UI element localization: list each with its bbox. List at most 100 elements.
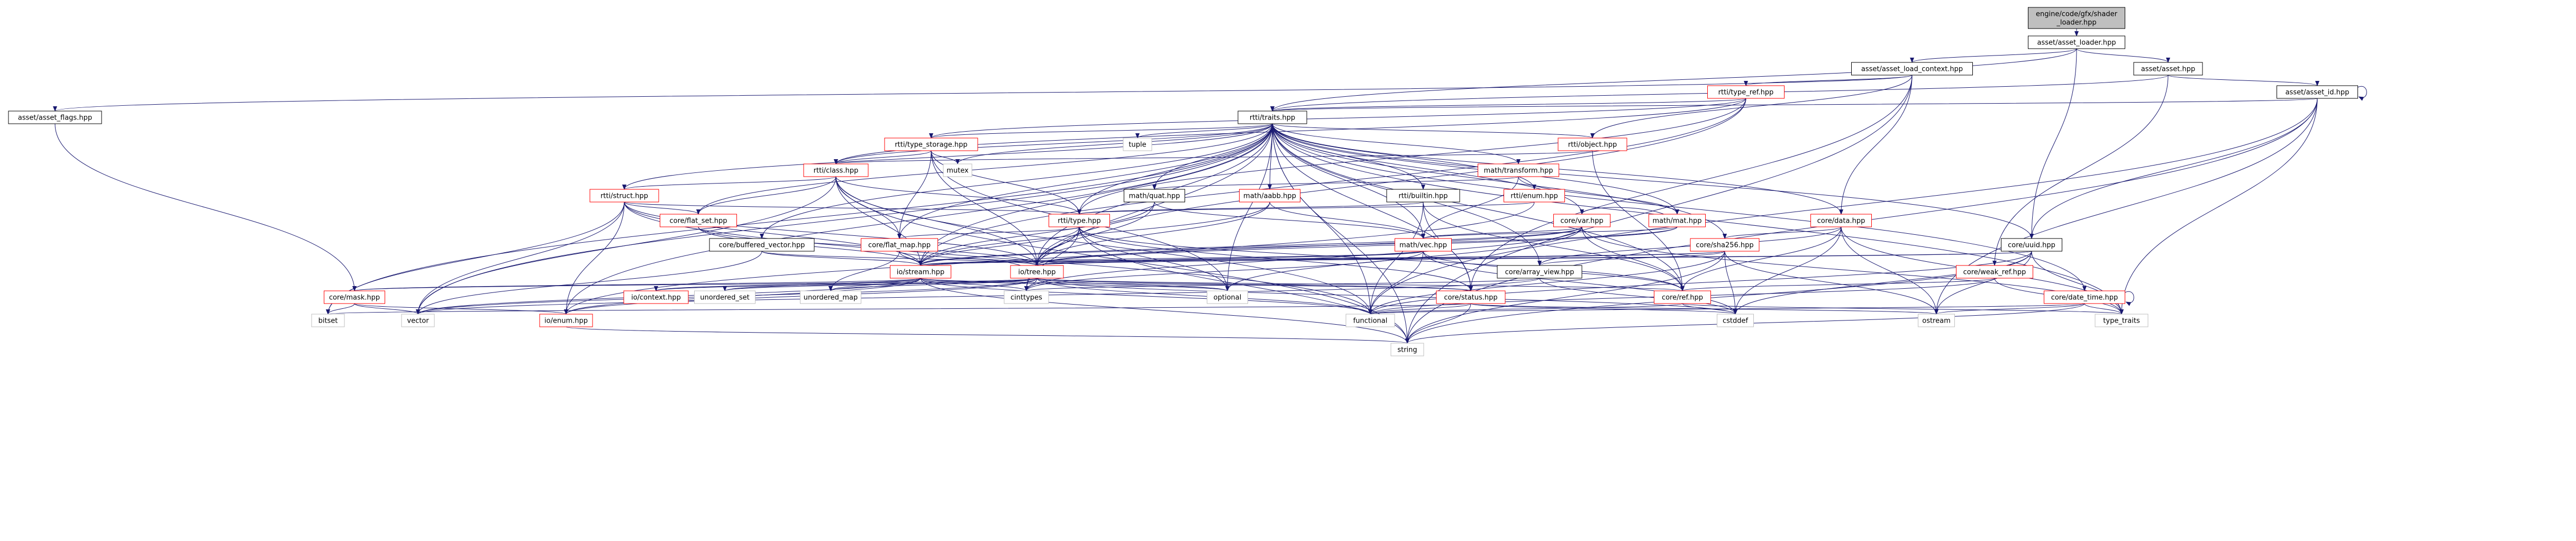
graph-node-flat-set[interactable]: core/flat_set.hpp (660, 214, 737, 227)
node-label: tuple (1128, 141, 1146, 149)
node-box (589, 189, 659, 203)
graph-node-mutex[interactable]: mutex (943, 163, 972, 177)
node-box (1386, 189, 1460, 203)
node-box (311, 314, 345, 327)
graph-node-builtin[interactable]: rtti/builtin.hpp (1386, 189, 1460, 203)
graph-node-asset-asset[interactable]: asset/asset.hpp (2133, 62, 2203, 76)
node-box (2133, 62, 2203, 76)
node-box (324, 290, 385, 304)
graph-edge-traits-to-object (1272, 123, 1595, 139)
graph-edge-transform-to-quat (1152, 176, 1519, 190)
graph-edge-aabb-to-istream (918, 201, 1270, 266)
node-box (623, 290, 689, 304)
node-box (1956, 265, 2033, 279)
graph-edge-class-to-functional (835, 176, 1372, 315)
graph-node-asset-flags[interactable]: asset/asset_flags.hpp (8, 111, 102, 124)
graph-node-mask[interactable]: core/mask.hpp (324, 290, 385, 304)
graph-node-type-ref[interactable]: rtti/type_ref.hpp (1707, 85, 1785, 99)
graph-node-quat[interactable]: math/quat.hpp (1124, 189, 1185, 203)
node-box (1558, 137, 1627, 151)
graph-node-unordered-set[interactable]: unordered_set (694, 290, 755, 304)
graph-node-weak-ref[interactable]: core/weak_ref.hpp (1956, 265, 2033, 279)
graph-node-core-var[interactable]: core/var.hpp (1553, 214, 1610, 227)
graph-node-string[interactable]: string (1390, 343, 1424, 356)
graph-edge-traits-to-istream (918, 123, 1273, 266)
graph-node-mat[interactable]: math/mat.hpp (1649, 214, 1706, 227)
graph-edge-struct-to-istream (624, 201, 923, 266)
node-label: core/uuid.hpp (2008, 242, 2055, 250)
node-box (1436, 290, 1506, 304)
graph-node-array-view[interactable]: core/array_view.hpp (1497, 265, 1582, 279)
graph-node-root[interactable]: engine/code/gfx/shader_loader.hpp (2028, 7, 2125, 29)
graph-node-bitset[interactable]: bitset (311, 314, 345, 327)
graph-edge-type-to-istream (918, 226, 1080, 266)
node-label: asset/asset_flags.hpp (18, 114, 92, 122)
graph-node-traits[interactable]: rtti/traits.hpp (1237, 111, 1307, 124)
graph-node-asset-load-context[interactable]: asset/asset_load_context.hpp (1851, 62, 1973, 76)
graph-edge-struct-to-iotree (624, 201, 1039, 266)
graph-edge-asset-loader-to-traits (1270, 48, 2077, 112)
graph-node-uuid[interactable]: core/uuid.hpp (2001, 238, 2062, 252)
graph-edge-istream-to-iocontext (654, 278, 921, 291)
node-label: core/flat_map.hpp (868, 242, 931, 250)
graph-edge-date-time-to-date-time (2125, 291, 2134, 306)
graph-node-asset-id[interactable]: asset/asset_id.hpp (2277, 85, 2358, 99)
graph-node-ostream[interactable]: ostream (1918, 314, 1955, 327)
node-box (401, 314, 435, 327)
graph-edge-status-to-bitset (326, 303, 1471, 315)
node-box (800, 290, 861, 304)
graph-edge-uuid-to-functional (1368, 251, 2032, 315)
graph-node-rtti-enum[interactable]: rtti/enum.hpp (1504, 189, 1565, 203)
graph-edge-buffered-vector-to-iotree (761, 251, 1039, 266)
graph-edge-iotree-to-unordered-set (723, 278, 1037, 291)
graph-node-ref[interactable]: core/ref.hpp (1654, 290, 1711, 304)
node-label: ostream (1922, 317, 1951, 325)
graph-edge-type-to-flat-map (897, 226, 1080, 239)
graph-node-transform[interactable]: math/transform.hpp (1478, 163, 1559, 177)
graph-edge-sha256-to-functional (1368, 251, 1725, 315)
graph-edge-struct-to-io-enum (564, 201, 625, 315)
graph-node-buffered-vector[interactable]: core/buffered_vector.hpp (709, 238, 815, 252)
graph-node-core-data[interactable]: core/data.hpp (1810, 214, 1872, 227)
graph-edge-traits-to-buffered-vector (760, 123, 1273, 239)
graph-node-iocontext[interactable]: io/context.hpp (623, 290, 689, 304)
node-box (1851, 62, 1973, 76)
graph-node-functional[interactable]: functional (1345, 314, 1395, 327)
graph-node-io-enum[interactable]: io/enum.hpp (539, 314, 593, 327)
node-label: unordered_map (804, 294, 858, 302)
graph-node-vec[interactable]: math/vec.hpp (1395, 238, 1452, 252)
graph-node-istream[interactable]: io/stream.hpp (890, 265, 951, 279)
graph-edge-type-ref-to-traits (1270, 98, 1746, 112)
graph-node-unordered-map[interactable]: unordered_map (800, 290, 861, 304)
graph-edge-core-data-to-cstddef (1733, 226, 1842, 315)
node-box (1707, 85, 1785, 99)
graph-node-object[interactable]: rtti/object.hpp (1558, 137, 1627, 151)
graph-node-sha256[interactable]: core/sha256.hpp (1690, 238, 1760, 252)
graph-node-vector[interactable]: vector (401, 314, 435, 327)
node-label: math/vec.hpp (1399, 242, 1447, 250)
graph-node-tuple[interactable]: tuple (1123, 137, 1152, 151)
graph-node-status[interactable]: core/status.hpp (1436, 290, 1506, 304)
graph-edge-object-to-ref (1592, 150, 1685, 291)
graph-node-type-storage[interactable]: rtti/type_storage.hpp (884, 137, 978, 151)
graph-node-asset-loader[interactable]: asset/asset_loader.hpp (2028, 35, 2125, 49)
graph-node-aabb[interactable]: math/aabb.hpp (1239, 189, 1300, 203)
graph-node-struct[interactable]: rtti/struct.hpp (589, 189, 659, 203)
graph-node-optional[interactable]: optional (1207, 290, 1248, 304)
graph-node-cinttypes[interactable]: cinttypes (1004, 290, 1049, 304)
node-box (1237, 111, 1307, 124)
graph-edge-type-storage-to-iotree (931, 150, 1039, 266)
graph-edge-traits-to-tuple (1135, 123, 1273, 139)
graph-node-class[interactable]: rtti/class.hpp (803, 163, 869, 177)
node-box (1918, 314, 1955, 327)
graph-edge-asset-id-to-traits (1271, 98, 2318, 112)
graph-node-iotree[interactable]: io/tree.hpp (1010, 265, 1064, 279)
graph-node-date-time[interactable]: core/date_time.hpp (2044, 290, 2125, 304)
graph-edge-type-ref-to-class (834, 98, 1746, 164)
graph-node-cstddef[interactable]: cstddef (1717, 314, 1754, 327)
graph-node-type[interactable]: rtti/type.hpp (1049, 214, 1110, 227)
graph-edge-mask-to-vector (354, 303, 420, 315)
graph-node-type-traits[interactable]: type_traits (2095, 314, 2149, 327)
graph-node-flat-map[interactable]: core/flat_map.hpp (861, 238, 938, 252)
graph-edge-traits-to-class (834, 123, 1273, 164)
